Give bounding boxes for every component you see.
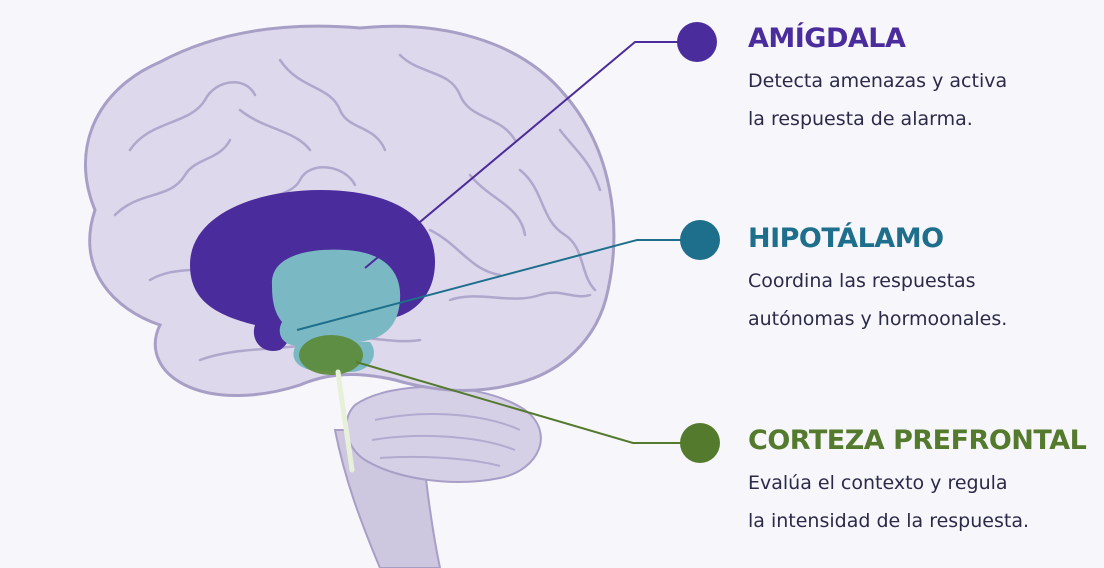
- desc-line: la respuesta de alarma.: [748, 100, 1098, 138]
- desc-line: Detecta amenazas y activa: [748, 62, 1098, 100]
- region-label-hipotalamo: HIPOTÁLAMO Coordina las respuestas autón…: [748, 222, 1098, 338]
- region-title-corteza: CORTEZA PREFRONTAL: [748, 424, 1098, 458]
- brain-illustration: [85, 26, 613, 568]
- region-hipotalamo-shape: [272, 250, 400, 346]
- region-desc-corteza: Evalúa el contexto y regula la intensida…: [748, 464, 1098, 540]
- region-corteza-shape: [299, 335, 363, 375]
- region-desc-amigdala: Detecta amenazas y activa la respuesta d…: [748, 62, 1098, 138]
- region-label-corteza: CORTEZA PREFRONTAL Evalúa el contexto y …: [748, 424, 1098, 540]
- region-desc-hipotalamo: Coordina las respuestas autónomas y horm…: [748, 262, 1098, 338]
- marker-dot-hipotalamo: [680, 220, 720, 260]
- desc-line: autónomas y hormoonales.: [748, 300, 1098, 338]
- region-title-amigdala: AMÍGDALA: [748, 22, 1098, 56]
- desc-line: Evalúa el contexto y regula: [748, 464, 1098, 502]
- desc-line: Coordina las respuestas: [748, 262, 1098, 300]
- desc-line: la intensidad de la respuesta.: [748, 502, 1098, 540]
- region-label-amigdala: AMÍGDALA Detecta amenazas y activa la re…: [748, 22, 1098, 138]
- marker-dot-amigdala: [677, 22, 717, 62]
- region-title-hipotalamo: HIPOTÁLAMO: [748, 222, 1098, 256]
- marker-dot-corteza: [680, 423, 720, 463]
